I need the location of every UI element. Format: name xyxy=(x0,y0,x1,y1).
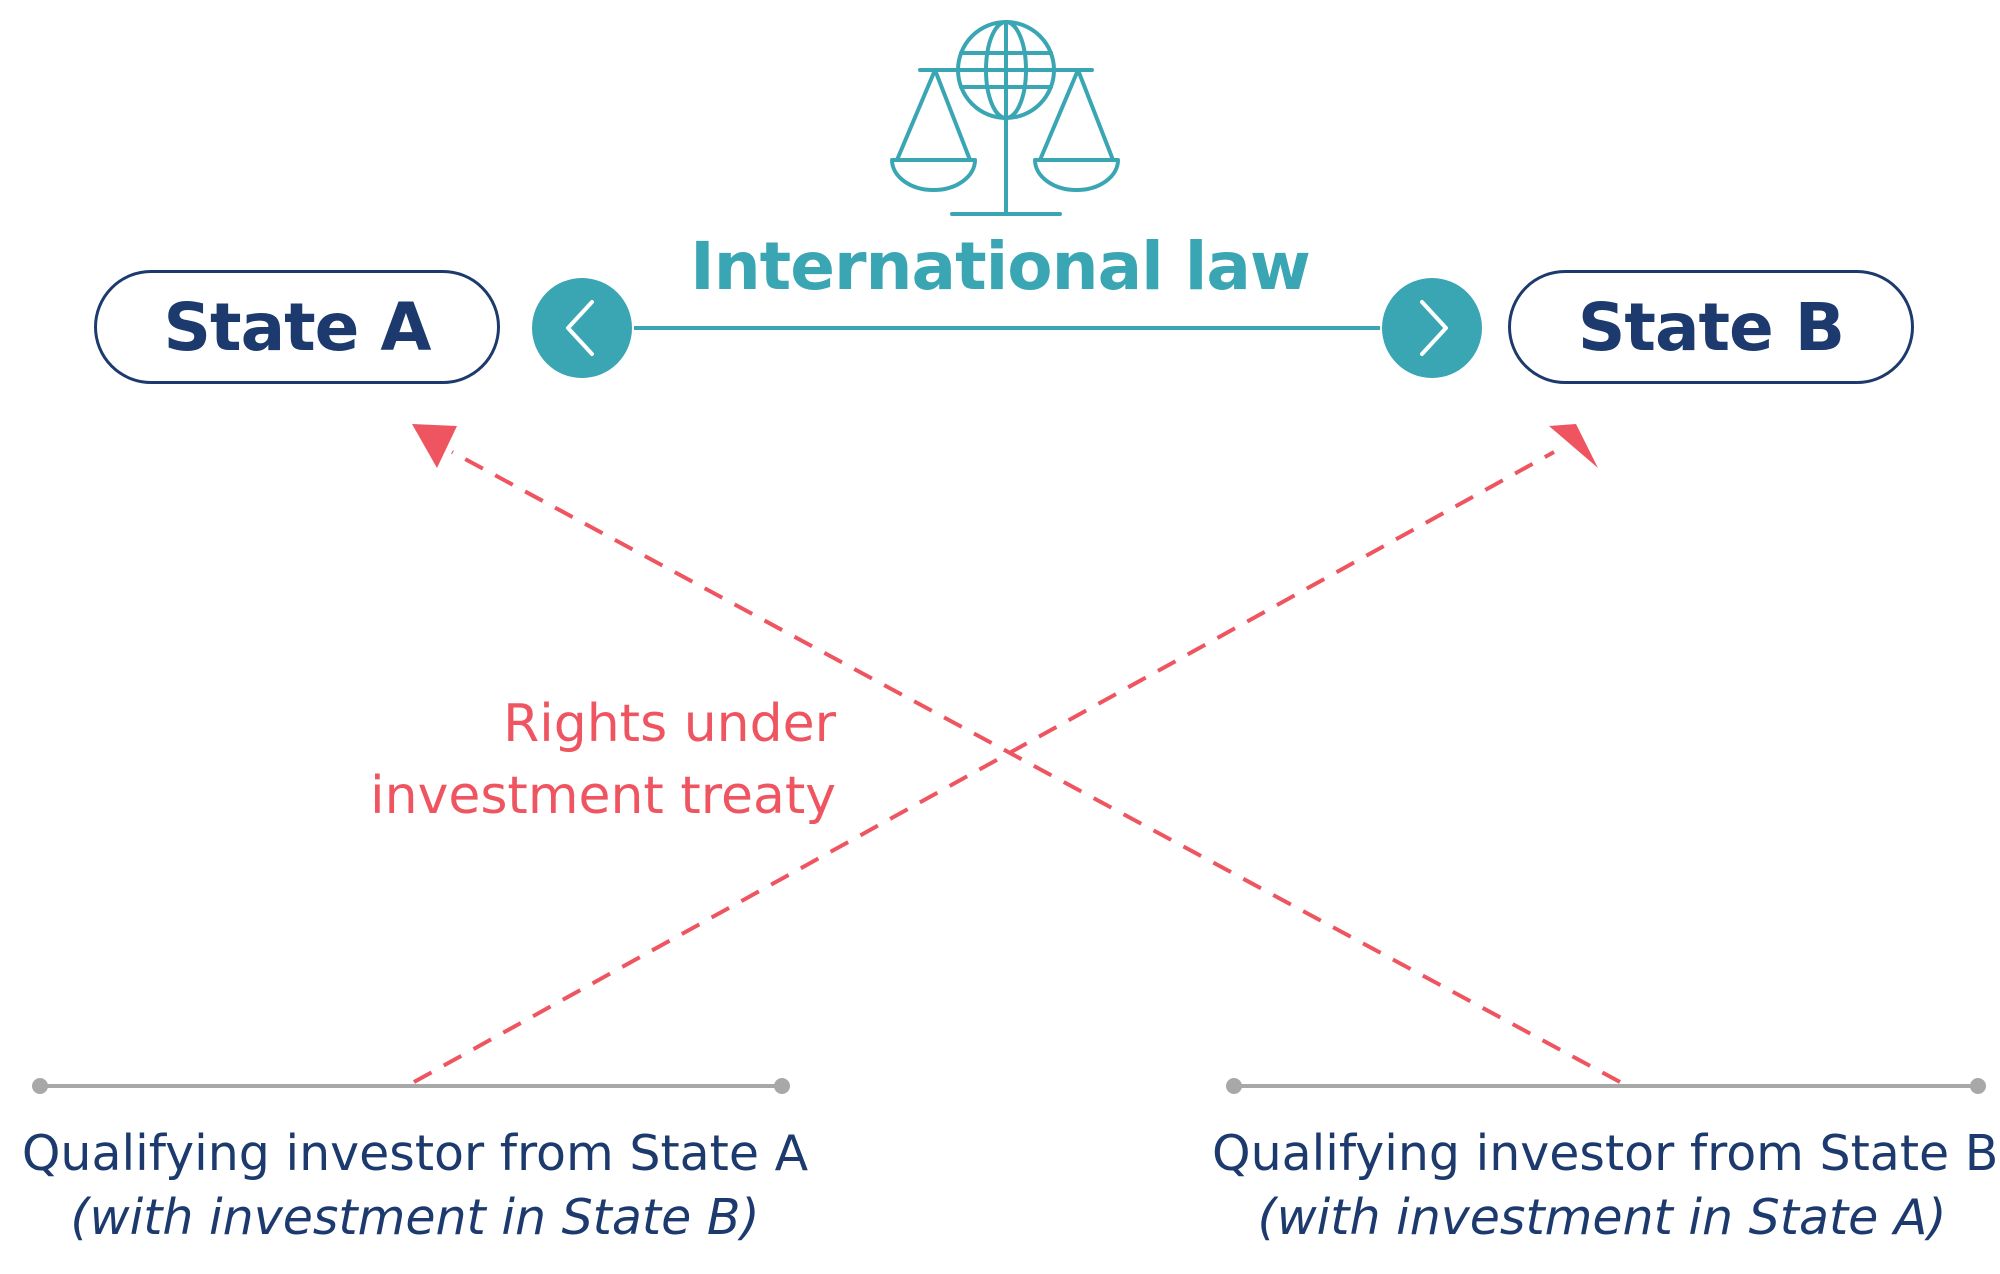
rights-label: Rights under investment treaty xyxy=(370,688,836,832)
diagram-title: International law xyxy=(690,228,1311,305)
investor-b-baseline xyxy=(1226,1078,1986,1094)
investor-b-subtitle: (with investment in State A) xyxy=(1257,1189,1947,1246)
state-a-box: State A xyxy=(94,270,500,384)
investor-a-caption: Qualifying investor from State A (with i… xyxy=(20,1122,810,1250)
investor-a-title: Qualifying investor from State A xyxy=(21,1125,809,1182)
chevron-left-icon xyxy=(532,278,632,378)
investor-a-baseline xyxy=(32,1078,790,1094)
globe-scales-of-justice-icon xyxy=(890,20,1120,216)
state-b-box: State B xyxy=(1508,270,1914,384)
state-b-label: State B xyxy=(1577,288,1845,366)
investor-b-title: Qualifying investor from State B xyxy=(1212,1125,1999,1182)
investor-b-caption: Qualifying investor from State B (with i… xyxy=(1212,1122,1999,1250)
rights-label-line2: investment treaty xyxy=(370,766,836,826)
rights-arrow-to-state-b xyxy=(413,450,1555,1084)
rights-label-line1: Rights under xyxy=(503,694,836,754)
chevron-right-icon xyxy=(1382,278,1482,378)
investor-a-subtitle: (with investment in State B) xyxy=(70,1189,760,1246)
arrowhead-state-b xyxy=(1549,424,1598,468)
arrowhead-state-a xyxy=(412,424,457,468)
state-a-label: State A xyxy=(163,288,432,366)
rights-arrow-to-state-a xyxy=(451,450,1621,1084)
